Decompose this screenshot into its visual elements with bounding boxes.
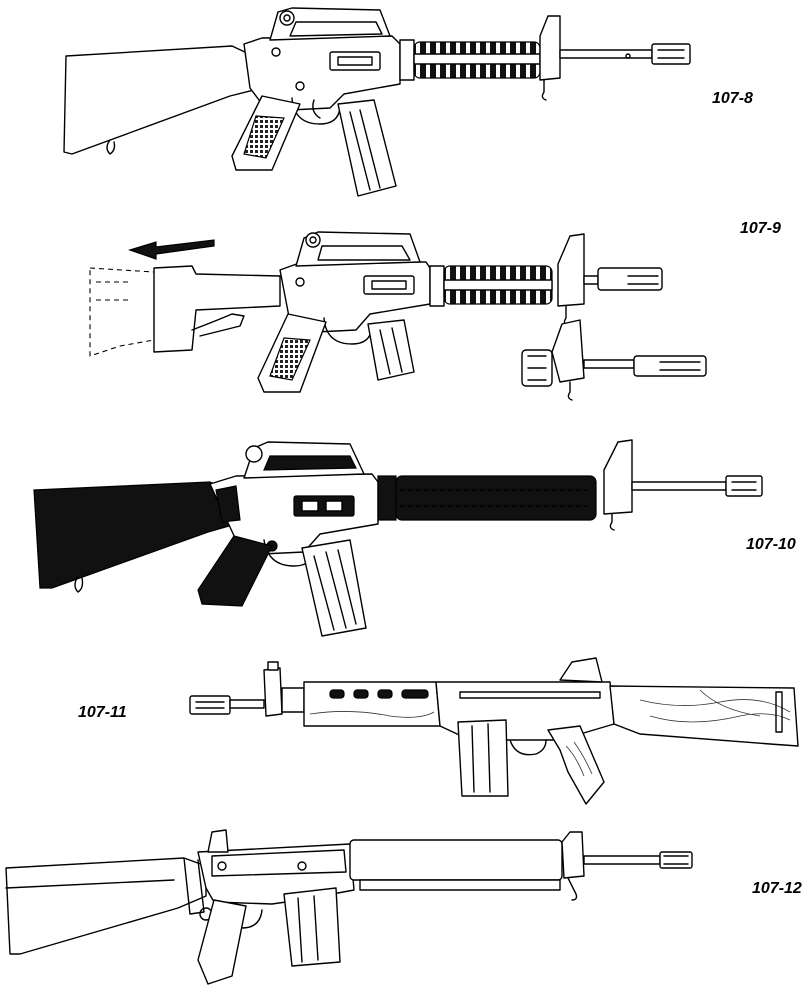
rifle-drawing-1 [63, 7, 691, 197]
rifle-drawing-2 [89, 231, 707, 401]
figure-label-5: 107-12 [752, 880, 802, 897]
rifle-drawing-3 [33, 439, 763, 637]
figure-label-2: 107-9 [740, 220, 781, 237]
rifle-drawing-4 [189, 657, 799, 805]
figure-label-3: 107-10 [746, 536, 796, 553]
figure-label-4: 107-11 [78, 704, 127, 721]
figure-label-1: 107-8 [712, 90, 753, 107]
direction-arrow-icon [128, 239, 215, 260]
rifle-drawing-5 [5, 829, 693, 985]
